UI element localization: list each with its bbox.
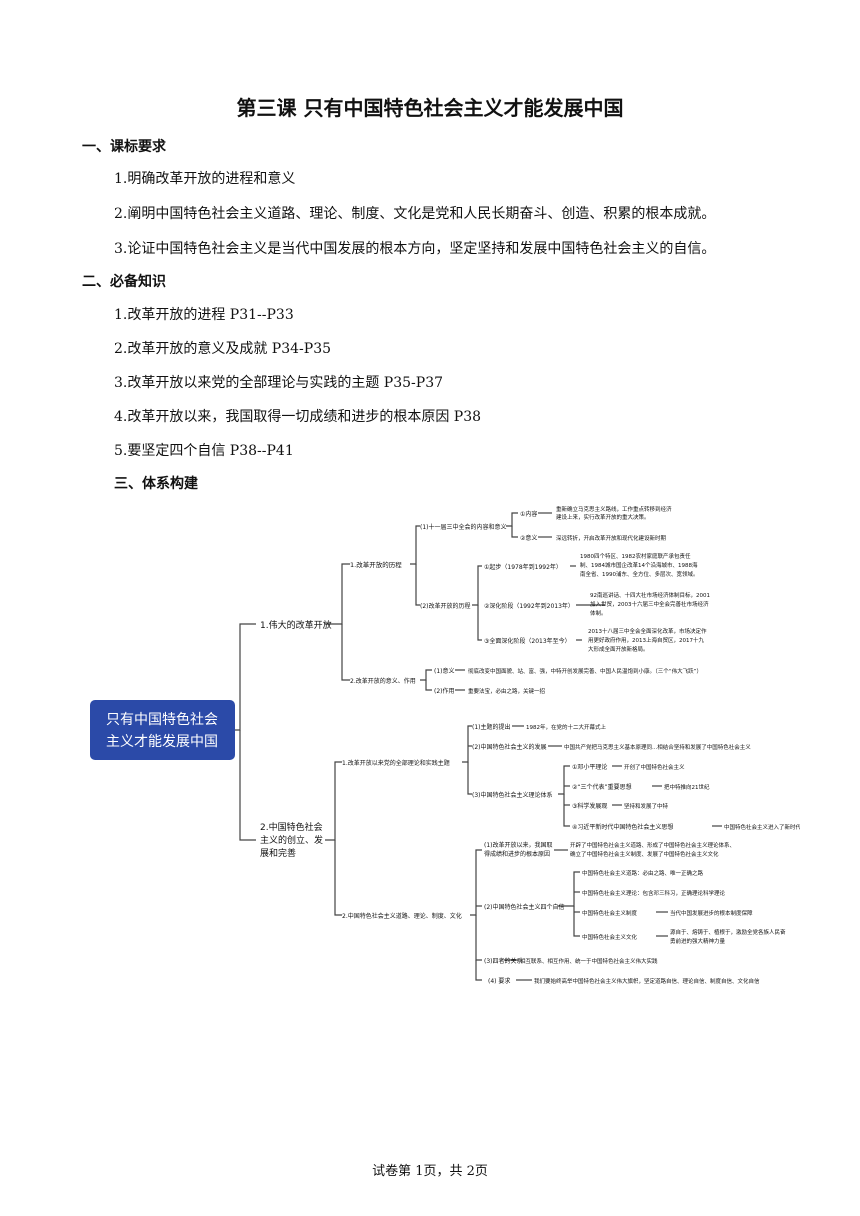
zhidu-text: 当代中国发展进步的根本制度保障 — [670, 909, 753, 917]
b1-2-label: 2.改革开放的意义、作用 — [350, 677, 416, 685]
zhuti-text: 1982年，在党的十二大开幕式上 — [526, 723, 606, 731]
wenhua-text-1: 源自于、熔铸于、植根于，激励全党各族人民奋 — [670, 928, 786, 936]
quanmian-label: ③全面深化阶段（2013年至今） — [484, 637, 571, 645]
xi-label: ④习近平新时代中国特色社会主义思想 — [572, 823, 673, 831]
page-title: 第三课 只有中国特色社会主义才能发展中国 — [236, 96, 624, 120]
knowledge-item-1: 1.改革开放的进程 P31--P33 — [114, 307, 294, 323]
requirement-item-2: 2.阐明中国特色社会主义道路、理论、制度、文化是党和人民长期奋斗、创造、积累的根… — [114, 206, 716, 222]
daolu-text: 中国特色社会主义道路：必由之路、唯一正确之路 — [582, 869, 704, 877]
branch2-label-3: 展和完善 — [260, 847, 296, 859]
yaoqiu-label: (4) 要求 — [488, 977, 510, 985]
qibu-text-3: 南全省、1990浦东、全方位、多层次、宽领域。 — [580, 570, 699, 578]
requirement-item-3: 3.论证中国特色社会主义是当代中国发展的根本方向，坚定坚持和发展中国特色社会主义… — [114, 241, 716, 257]
branch1-label: 1.伟大的改革开放 — [260, 619, 332, 631]
yaoqiu-text: 我们要始终高举中国特色社会主义伟大旗帜，坚定道路自信、理论自信、制度自信、文化自… — [534, 977, 760, 985]
guanxi-text: 相互联系、相互作用、统一于中国特色社会主义伟大实践 — [520, 957, 658, 965]
section-heading-framework: 三、体系构建 — [114, 476, 198, 492]
knowledge-item-4: 4.改革开放以来，我国取得一切成绩和进步的根本原因 P38 — [114, 409, 482, 425]
kexue-label: ③科学发展观 — [572, 802, 607, 810]
b2-2-label: 2.中国特色社会主义道路、理论、制度、文化 — [342, 912, 462, 920]
yiyi1-label: ②意义 — [520, 534, 537, 542]
yiyi2-text: 彻底改变中国面貌、站、富、强，中特开创发展完善、中国人民温饱到小康。（三个“伟大… — [468, 667, 702, 675]
b1-1-2-label: (2)改革开放的历程 — [420, 602, 471, 610]
shenhua-text-3: 体制。 — [590, 609, 607, 617]
yiyi1-text: 深远转折，开启改革开放和现代化建设新时期 — [556, 534, 667, 542]
deng-label: ①邓小平理论 — [572, 763, 607, 771]
yuanyin-text-1: 开辟了中国特色社会主义道路、形成了中国特色社会主义理论体系、 — [570, 841, 735, 849]
root-node — [90, 700, 235, 760]
wenhua-text-2: 勇前进的强大精神力量 — [670, 937, 726, 945]
fazhan-label: (2)中国特色社会主义的发展 — [472, 743, 547, 751]
neirong-text-2: 建设上来，实行改革开放的重大决策。 — [556, 513, 650, 521]
zuoyong-text: 重要法宝，必由之路，关键一招 — [468, 687, 546, 695]
guanxi-label: (3)四者的关系 — [484, 957, 523, 965]
b1-1-label: 1.改革开放的历程 — [350, 560, 402, 569]
neirong-text-1: 重新确立马克思主义路线，工作重点转移到经济 — [556, 505, 672, 513]
branch2-label-2: 主义的创立、发 — [260, 834, 323, 846]
zuoyong-label: (2)作用 — [434, 687, 455, 695]
neirong-label: ①内容 — [520, 510, 537, 518]
section-heading-requirements: 一、课标要求 — [82, 139, 166, 155]
fazhan-text: 中国共产党把马克思主义基本原理同...相结合坚持和发展了中国特色社会主义 — [564, 743, 751, 751]
sange-text: 把中特推向21世纪 — [664, 783, 710, 791]
shenhua-label: ②深化阶段（1992年到2013年） — [484, 602, 574, 610]
page-footer: 试卷第 1页，共 2页 — [372, 1164, 488, 1179]
mind-map: 只有中国特色社会 主义才能发展中国 1.伟大的改革开放 1.改革开放的历程 (1… — [90, 505, 800, 985]
kexue-text: 坚持和发展了中特 — [624, 802, 669, 810]
quanmian-text-1: 2013十八届三中全会全面深化改革，市场决定作 — [588, 627, 707, 635]
requirement-item-1: 1.明确改革开放的进程和意义 — [114, 171, 296, 187]
zixin-label: (2)中国特色社会主义四个自信 — [484, 903, 565, 911]
branch2-label-1: 2.中国特色社会 — [260, 821, 323, 833]
yuanyin-label-1: (1)改革开放以来，我国取 — [484, 841, 553, 849]
yiyi2-label: (1)意义 — [434, 667, 455, 675]
sange-label: ②“三个代表”重要思想 — [572, 783, 632, 791]
yuanyin-label-2: 得成绩和进步的根本原因 — [484, 850, 550, 858]
tixi-label: (3)中国特色社会主义理论体系 — [472, 791, 553, 799]
root-label-line2: 主义才能发展中国 — [106, 734, 218, 750]
qibu-text-2: 制、1984城市国企改革14个沿海城市、1988海 — [580, 561, 698, 569]
quanmian-text-2: 用更好政府作用，2013上海自贸区，2017十九 — [588, 636, 704, 644]
knowledge-item-3: 3.改革开放以来党的全部理论与实践的主题 P35-P37 — [114, 375, 444, 391]
wenhua-label: 中国特色社会主义文化 — [582, 933, 638, 941]
zhuti-label: (1)主题的提出 — [472, 723, 511, 731]
root-label-line1: 只有中国特色社会 — [106, 711, 218, 728]
shenhua-text-1: 92南巡讲话、十四大社市场经济体制目标，2001 — [590, 591, 710, 599]
qibu-text-1: 1980四个特区、1982农村家庭联产承包责任 — [580, 552, 691, 560]
zhidu-label: 中国特色社会主义制度 — [582, 909, 638, 917]
lilun-text: 中国特色社会主义理论：包含邓三科习，正确理论科学理论 — [582, 889, 726, 897]
quanmian-text-3: 大形成全面开放新格局。 — [588, 645, 649, 653]
b1-1-1-label: (1)十一届三中全会的内容和意义 — [420, 523, 507, 531]
xi-text: 中国特色社会主义进入了新时代 — [724, 823, 800, 831]
knowledge-item-5: 5.要坚定四个自信 P38--P41 — [114, 443, 294, 459]
b2-1-label: 1.改革开放以来党的全部理论和实践主题 — [342, 759, 450, 767]
qibu-label: ①起步（1978年到1992年） — [484, 563, 562, 571]
section-heading-knowledge: 二、必备知识 — [82, 274, 166, 290]
knowledge-item-2: 2.改革开放的意义及成就 P34-P35 — [114, 341, 332, 357]
shenhua-text-2: 加入世贸，2003十六届三中全会完善社市场经济 — [590, 600, 709, 608]
yuanyin-text-2: 确立了中国特色社会主义制度、发展了中国特色社会主义文化 — [570, 850, 719, 858]
deng-text: 开创了中国特色社会主义 — [624, 763, 685, 771]
